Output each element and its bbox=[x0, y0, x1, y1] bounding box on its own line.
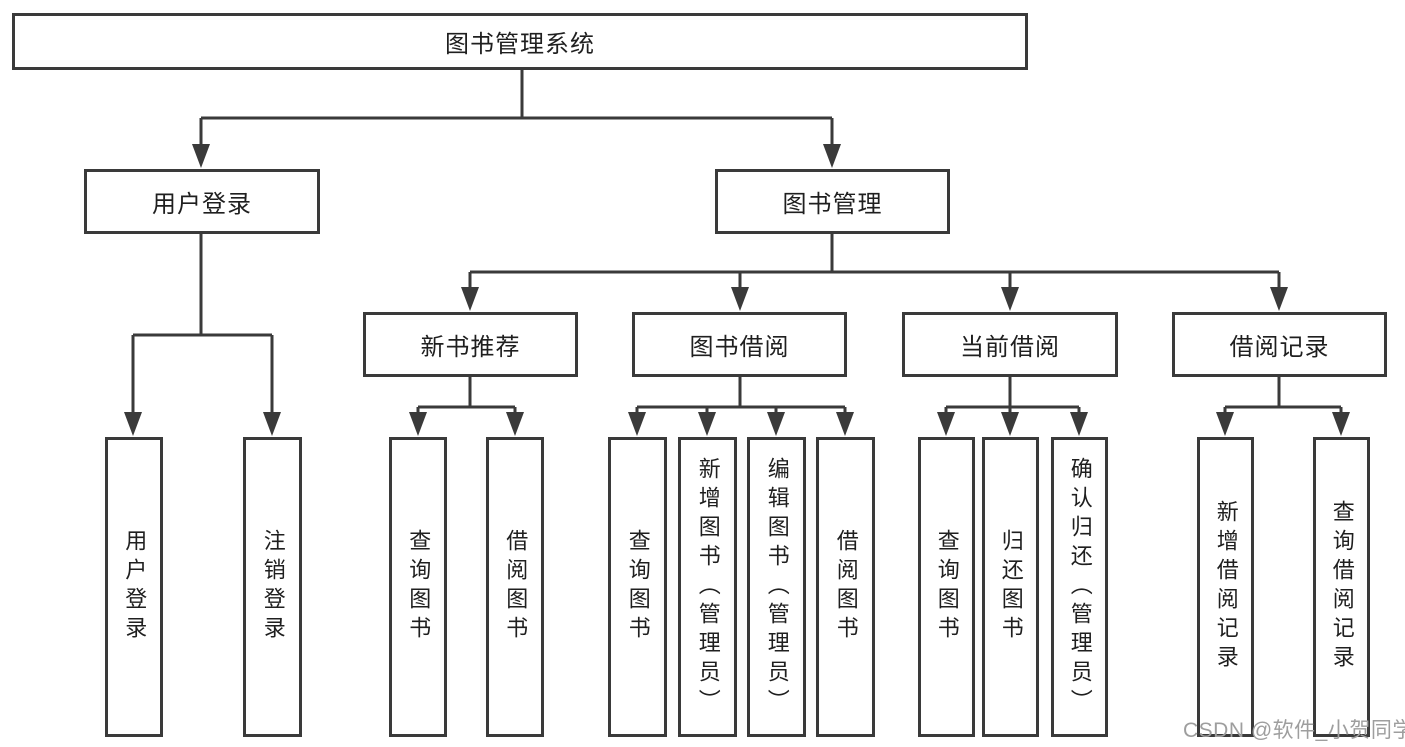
node-leaf-add-borrow-record: 新增借阅记录 bbox=[1197, 437, 1254, 737]
node-leaf-user-login: 用户登录 bbox=[105, 437, 163, 737]
node-leaf-add-book-admin: 新增图书（管理员） bbox=[678, 437, 737, 737]
node-leaf-borrow-book: 借阅图书 bbox=[816, 437, 875, 737]
node-new-book-recommend: 新书推荐 bbox=[363, 312, 578, 377]
node-leaf-borrow-query-book: 查询图书 bbox=[608, 437, 667, 737]
arrow-down-icon bbox=[506, 412, 524, 436]
arrow-down-icon bbox=[1001, 412, 1019, 436]
node-library-management-system: 图书管理系统 bbox=[12, 13, 1028, 70]
arrow-down-icon bbox=[461, 287, 479, 311]
connector-root-to-level2 bbox=[192, 69, 841, 168]
connector-borrow-record-branch bbox=[1216, 377, 1350, 436]
node-borrow-record: 借阅记录 bbox=[1172, 312, 1387, 377]
arrow-down-icon bbox=[836, 412, 854, 436]
connector-book-borrow-branch bbox=[628, 377, 854, 436]
arrow-down-icon bbox=[1332, 412, 1350, 436]
arrow-down-icon bbox=[1070, 412, 1088, 436]
arrow-down-icon bbox=[628, 412, 646, 436]
arrow-down-icon bbox=[731, 287, 749, 311]
arrow-down-icon bbox=[1270, 287, 1288, 311]
csdn-watermark: CSDN @软件_小贺同学 bbox=[1183, 719, 1405, 742]
node-leaf-recommend-borrow-book: 借阅图书 bbox=[486, 437, 544, 737]
arrow-down-icon bbox=[124, 412, 142, 436]
arrow-down-icon bbox=[1001, 287, 1019, 311]
connector-book-management-branch bbox=[461, 233, 1288, 311]
arrow-down-icon bbox=[1216, 412, 1234, 436]
connector-user-login-branch bbox=[124, 233, 281, 436]
arrow-down-icon bbox=[263, 412, 281, 436]
node-leaf-logout: 注销登录 bbox=[243, 437, 302, 737]
connector-current-borrow-branch bbox=[937, 377, 1088, 436]
node-book-management: 图书管理 bbox=[715, 169, 950, 234]
connector-new-book-recommend-branch bbox=[409, 377, 524, 436]
node-leaf-edit-book-admin: 编辑图书（管理员） bbox=[747, 437, 806, 737]
arrow-down-icon bbox=[823, 144, 841, 168]
arrow-down-icon bbox=[937, 412, 955, 436]
node-leaf-query-borrow-record: 查询借阅记录 bbox=[1313, 437, 1370, 737]
arrow-down-icon bbox=[192, 144, 210, 168]
arrow-down-icon bbox=[698, 412, 716, 436]
node-leaf-confirm-return-admin: 确认归还（管理员） bbox=[1051, 437, 1108, 737]
arrow-down-icon bbox=[409, 412, 427, 436]
arrow-down-icon bbox=[767, 412, 785, 436]
node-user-login: 用户登录 bbox=[84, 169, 320, 234]
node-leaf-current-query-book: 查询图书 bbox=[918, 437, 975, 737]
node-current-borrow: 当前借阅 bbox=[902, 312, 1118, 377]
node-book-borrow: 图书借阅 bbox=[632, 312, 847, 377]
node-leaf-recommend-query-book: 查询图书 bbox=[389, 437, 447, 737]
node-leaf-return-book: 归还图书 bbox=[982, 437, 1039, 737]
